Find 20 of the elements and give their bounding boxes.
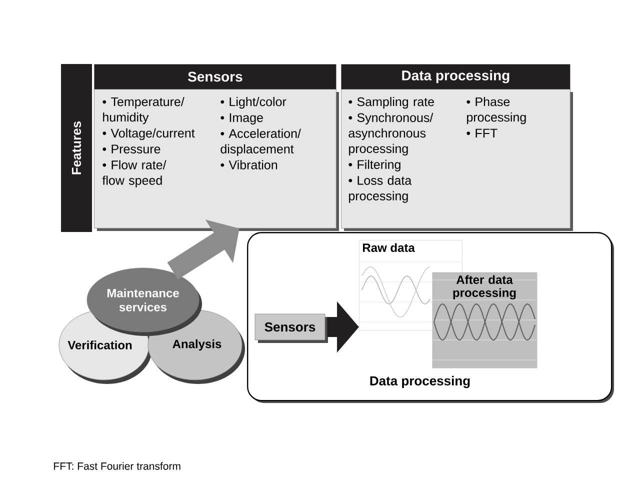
- list-item: • Voltage/current: [102, 128, 195, 140]
- list-item: • Vibration: [220, 160, 278, 170]
- list-item: • Flow rate/ flow speed: [102, 160, 166, 188]
- header-bar: Data processing: [341, 64, 570, 90]
- list-item: • Sampling rate: [348, 96, 434, 109]
- list-item: • Acceleration/ displacement: [220, 128, 301, 156]
- list-item: • Temperature/ humidity: [102, 96, 184, 124]
- footnote: FFT: Fast Fourier transform: [54, 462, 180, 470]
- feature-panel: [94, 64, 339, 231]
- list-item: • Loss data processing: [348, 176, 412, 203]
- list-item: • Phase processing: [466, 96, 526, 124]
- list-item: • Light/color: [220, 96, 286, 109]
- feature-panel: [341, 64, 573, 231]
- list-item: • Pressure: [102, 144, 160, 154]
- list-item: • Synchronous/ asynchronous processing: [348, 112, 434, 156]
- list-item: • Filtering: [348, 160, 400, 172]
- header-bar: Sensors: [94, 64, 336, 90]
- list-item: • FFT: [466, 128, 498, 138]
- side-tab: Features: [61, 64, 92, 232]
- list-item: • Image: [220, 113, 263, 125]
